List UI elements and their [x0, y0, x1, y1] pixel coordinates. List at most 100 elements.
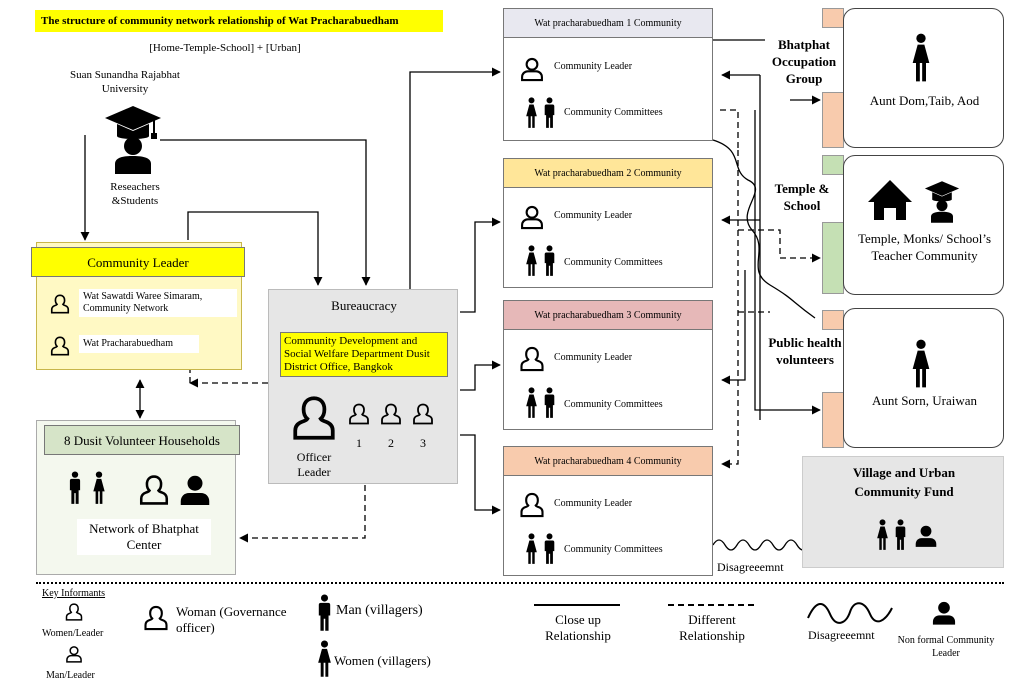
group-caption: Temple, Monks/ School’s Teacher Communit… — [857, 231, 992, 263]
woman-leader-icon — [137, 471, 171, 509]
volunteer-box: 8 Dusit Volunteer Households Network of … — [36, 420, 240, 575]
legend-woman-gov: Woman (Governance officer) — [176, 604, 287, 635]
woman-leader-icon — [379, 400, 403, 428]
bureaucracy-box: Bureaucracy Community Development and So… — [268, 289, 458, 484]
woman-villager-icon — [526, 387, 537, 419]
community-leader-title: Community Leader — [31, 247, 245, 277]
community-box-1: Wat pracharabuedham 1 Community Communit… — [503, 8, 713, 141]
bureaucracy-title: Bureaucracy — [331, 298, 397, 313]
group-label-health: Public health volunteers — [767, 334, 843, 368]
group-caption: Aunt Sorn, Uraiwan — [871, 393, 978, 408]
volunteer-caption: Network of Bhatphat Center — [77, 519, 211, 555]
woman-villager-icon — [526, 533, 537, 565]
woman-leader-icon — [411, 400, 435, 428]
woman-villager-icon — [912, 33, 930, 83]
woman-leader-icon — [49, 291, 71, 317]
legend-different: Different Relationship — [679, 612, 745, 643]
legend-divider — [36, 582, 1004, 584]
man-leader-icon — [518, 53, 546, 85]
group-tab — [822, 392, 844, 448]
fund-title: Village and Urban Community Fund — [852, 465, 956, 499]
community-leader-label: Community Leader — [554, 61, 633, 72]
group-tab — [822, 92, 844, 148]
legend-man-leader: Man/Leader — [46, 670, 95, 681]
woman-villager-icon — [877, 519, 888, 551]
woman-leader-icon — [49, 333, 71, 359]
temple-icon — [866, 178, 914, 222]
group-tab — [822, 155, 844, 175]
officer-number-3: 3 — [420, 436, 426, 450]
community-committees-label: Community Committees — [564, 107, 663, 118]
department-label: Community Development and Social Welfare… — [280, 332, 448, 377]
community-title: Wat pracharabuedham 2 Community — [504, 159, 712, 188]
close-up-line-icon — [534, 604, 620, 606]
legend-disagreement: Disagreeemnt — [808, 628, 875, 642]
woman-villager-icon — [93, 471, 105, 505]
man-villager-icon — [69, 471, 81, 505]
disagreement-label: Disagreeemnt — [717, 560, 784, 574]
officer-number-1: 1 — [356, 436, 362, 450]
woman-villager-icon — [912, 339, 930, 389]
researchers-label: Reseachers &Students — [110, 181, 160, 207]
health-volunteers-box: Aunt Sorn, Uraiwan — [843, 308, 1004, 448]
volunteer-title: 8 Dusit Volunteer Households — [44, 425, 240, 455]
man-villager-icon — [544, 387, 555, 419]
legend-close-up: Close up Relationship — [545, 612, 611, 643]
woman-villager-icon — [526, 245, 537, 277]
woman-leader-icon — [64, 600, 84, 624]
community-leader-label: Community Leader — [554, 210, 633, 221]
woman-villager-icon — [526, 97, 537, 129]
man-villager-icon — [318, 594, 331, 632]
community-title: Wat pracharabuedham 3 Community — [504, 301, 712, 330]
woman-leader-icon — [518, 343, 546, 375]
legend-women-leader: Women/Leader — [42, 628, 104, 639]
community-committees-label: Community Committees — [564, 257, 663, 268]
graduation-cap-icon — [104, 104, 162, 176]
community-committees-label: Community Committees — [564, 399, 663, 410]
man-villager-icon — [544, 533, 555, 565]
different-line-icon — [668, 604, 754, 606]
community-title: Wat pracharabuedham 1 Community — [504, 9, 712, 38]
non-formal-leader-icon — [930, 598, 958, 628]
group-tab — [822, 310, 844, 330]
woman-leader-icon — [518, 489, 546, 521]
community-box-2: Wat pracharabuedham 2 Community Communit… — [503, 158, 713, 288]
woman-leader-icon — [347, 400, 371, 428]
community-title: Wat pracharabuedham 4 Community — [504, 447, 712, 476]
group-tab — [822, 222, 844, 294]
woman-officer-icon — [289, 390, 339, 446]
non-formal-leader-icon — [913, 523, 939, 549]
man-villager-icon — [895, 519, 906, 551]
occupation-group-box: Aunt Dom,Taib, Aod — [843, 8, 1004, 148]
group-label-occupation: Bhatphat Occupation Group — [765, 36, 843, 87]
legend-non-formal: Non formal Community Leader — [897, 635, 995, 659]
man-villager-icon — [544, 245, 555, 277]
legend-women-villagers: Women (villagers) — [334, 653, 431, 668]
leader-item-2: Wat Pracharabuedham — [79, 335, 199, 353]
community-box-4: Wat pracharabuedham 4 Community Communit… — [503, 446, 713, 576]
legend-key-informants: Key Informants — [42, 588, 106, 599]
officer-leader-label: Officer Leader — [296, 450, 332, 479]
woman-officer-icon — [142, 602, 170, 634]
man-leader-icon — [518, 201, 546, 233]
non-formal-leader-icon — [177, 471, 213, 509]
leader-item-1: Wat Sawatdi Waree Simaram, Community Net… — [79, 289, 237, 317]
community-leader-label: Community Leader — [554, 352, 633, 363]
community-committees-label: Community Committees — [564, 544, 663, 555]
legend-man-villagers: Man (villagers) — [336, 603, 423, 618]
diagram-title: The structure of community network relat… — [35, 10, 443, 32]
community-leader-box: Community Leader Wat Sawatdi Waree Simar… — [31, 242, 245, 370]
group-label-temple-school: Temple & School — [772, 180, 832, 214]
woman-villager-icon — [318, 640, 331, 678]
disagreement-line-icon — [806, 600, 894, 626]
man-leader-icon — [64, 642, 84, 666]
officer-number-2: 2 — [388, 436, 394, 450]
university-label: Suan Sunandha Rajabhat University — [70, 69, 180, 95]
community-fund-box: Village and Urban Community Fund — [802, 456, 1004, 568]
group-caption: Aunt Dom,Taib, Aod — [869, 93, 980, 108]
community-leader-label: Community Leader — [554, 498, 633, 509]
temple-school-box: Temple, Monks/ School’s Teacher Communit… — [843, 155, 1004, 295]
school-icon — [920, 180, 964, 224]
diagram-subtitle: [Home-Temple-School] + [Urban] — [149, 42, 301, 54]
